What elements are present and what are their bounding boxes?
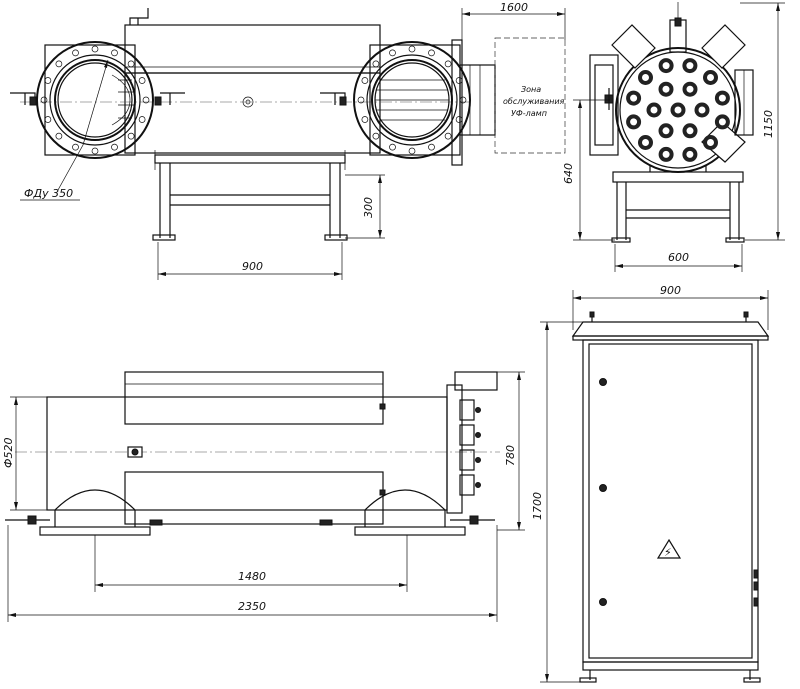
bolt-hole [138, 77, 146, 84]
bolt-hole [428, 49, 435, 57]
dim-780: 780 [497, 371, 525, 531]
lamp-core [642, 139, 649, 146]
bolt-hole [459, 96, 467, 104]
dim-300: 300 [345, 174, 385, 239]
bolt-hole [357, 96, 365, 104]
warning-icon: ⚡ [664, 546, 672, 559]
left-flange-bolts [40, 45, 150, 155]
bolt-hole [44, 77, 52, 84]
bolt-hole [111, 49, 118, 57]
dim-1700: 1700 [531, 321, 583, 683]
dim-780-label: 780 [504, 445, 517, 466]
lamp-core [642, 74, 649, 81]
bolt-hole [361, 116, 369, 123]
dim-300-label: 300 [362, 197, 375, 218]
dim-900-cabinet: 900 [572, 284, 769, 330]
lamp-core [707, 139, 714, 146]
bolt-hole [455, 116, 463, 123]
dim-900-front-label: 900 [242, 260, 263, 273]
lamp-core [686, 62, 694, 70]
dim-600-label: 600 [668, 251, 689, 264]
bolt-hole [361, 77, 369, 84]
dim-640-label: 640 [562, 163, 575, 184]
bolt-hole [389, 143, 396, 151]
bolt-hole [428, 143, 435, 151]
dim-1700-label: 1700 [531, 492, 544, 520]
bolt-hole [44, 116, 52, 123]
lamp-core [662, 127, 670, 135]
bolt-hole [55, 60, 63, 68]
lamp-core [707, 74, 714, 81]
dim-1480-label: 1480 [238, 570, 266, 583]
dim-520-label: Ф520 [2, 438, 15, 468]
lamp-core [674, 106, 682, 114]
dim-1150: 1150 [740, 2, 785, 241]
dim-1600: 1600 [461, 1, 566, 40]
lamp-core [686, 150, 694, 158]
lamp-core [662, 62, 670, 70]
dim-900-cabinet-label: 900 [660, 284, 681, 297]
dim-600: 600 [614, 244, 743, 272]
bolt-hole [408, 147, 416, 155]
dim-du350: ФДу 350 [20, 59, 109, 201]
right-flange-bolts [357, 45, 467, 155]
bolt-hole [72, 143, 79, 151]
lamp-core [662, 85, 670, 93]
svg-text:Зона: Зона [521, 85, 541, 94]
dim-900-front: 900 [157, 242, 343, 280]
lamp-core [650, 106, 658, 114]
bolt-hole [444, 60, 452, 68]
bolt-hole [55, 132, 63, 140]
svg-text:обслуживания: обслуживания [503, 97, 565, 106]
end-view [589, 2, 754, 243]
lamp-core [718, 94, 726, 102]
dim-2350-label: 2350 [238, 600, 266, 613]
dim-1600-label: 1600 [500, 1, 528, 14]
lamp-core [630, 118, 638, 126]
lamp-core [718, 118, 726, 126]
service-zone-label: Зона обслуживания УФ-ламп [503, 85, 565, 118]
side-view [5, 371, 500, 536]
bolt-hole [91, 45, 99, 53]
dim-1480: 1480 [94, 535, 408, 592]
uv-lamp-sleeves [626, 58, 730, 162]
bolt-hole [372, 60, 380, 68]
bolt-hole [455, 77, 463, 84]
bolt-hole [127, 132, 135, 140]
dim-520: Ф520 [2, 396, 47, 511]
bolt-hole [389, 49, 396, 57]
dim-1150-label: 1150 [762, 110, 775, 138]
bolt-hole [40, 96, 48, 104]
control-cabinet [571, 311, 770, 683]
lamp-core [662, 150, 670, 158]
bolt-hole [91, 147, 99, 155]
bolt-hole [372, 132, 380, 140]
lamp-core [686, 127, 694, 135]
front-view [10, 8, 566, 241]
svg-text:УФ-ламп: УФ-ламп [511, 109, 547, 118]
dim-2350: 2350 [7, 525, 498, 622]
bolt-hole [127, 60, 135, 68]
bolt-hole [138, 116, 146, 123]
lamp-core [698, 106, 706, 114]
lamp-core [630, 94, 638, 102]
bolt-hole [142, 96, 150, 104]
bolt-hole [408, 45, 416, 53]
bolt-hole [111, 143, 118, 151]
dim-du350-label: ФДу 350 [24, 187, 73, 200]
dim-640: 640 [562, 99, 615, 241]
bolt-hole [72, 49, 79, 57]
bolt-hole [444, 132, 452, 140]
lamp-core [686, 85, 694, 93]
